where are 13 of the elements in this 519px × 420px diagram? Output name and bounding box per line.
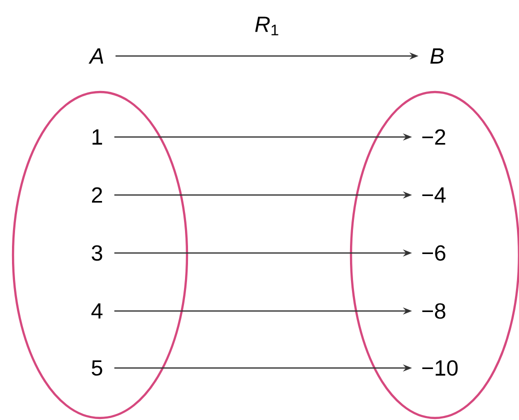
- element-label: −6: [422, 245, 446, 261]
- element-label: −2: [422, 129, 446, 145]
- element-label: −8: [422, 303, 446, 319]
- edge-label: R$_{1}$: [255, 16, 278, 36]
- element-label: 1: [92, 129, 102, 145]
- element-label: 4: [91, 303, 102, 319]
- element-label: 5: [92, 360, 102, 376]
- set-label: B: [430, 48, 444, 64]
- element-label: −4: [422, 187, 446, 203]
- element-label: −10: [422, 360, 458, 376]
- set-label: A: [88, 48, 104, 64]
- element-label: 3: [92, 245, 102, 261]
- element-label: 2: [92, 187, 102, 203]
